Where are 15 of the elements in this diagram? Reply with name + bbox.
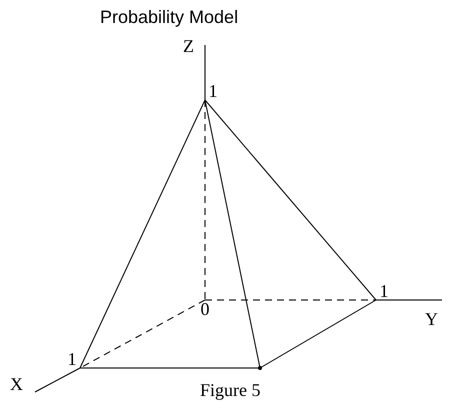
vertex-label: 0 [197, 300, 213, 319]
pyramid-edge [80, 100, 206, 368]
pyramid-edge [204, 100, 206, 300]
vertex-label: 1 [376, 282, 392, 300]
vertex-point [258, 366, 262, 370]
axis-label: Z [183, 37, 194, 55]
figure-caption: Figure 5 [200, 381, 260, 399]
axis-label: Y [425, 310, 438, 328]
vertex-label: 1 [205, 82, 221, 100]
pyramid-edge [204, 100, 260, 368]
vertex-label: 1 [64, 350, 80, 368]
pyramid-edge [204, 100, 376, 300]
axis-label: X [10, 375, 23, 393]
diagram-title: Probability Model [100, 8, 238, 26]
pyramid-edge [260, 300, 376, 368]
